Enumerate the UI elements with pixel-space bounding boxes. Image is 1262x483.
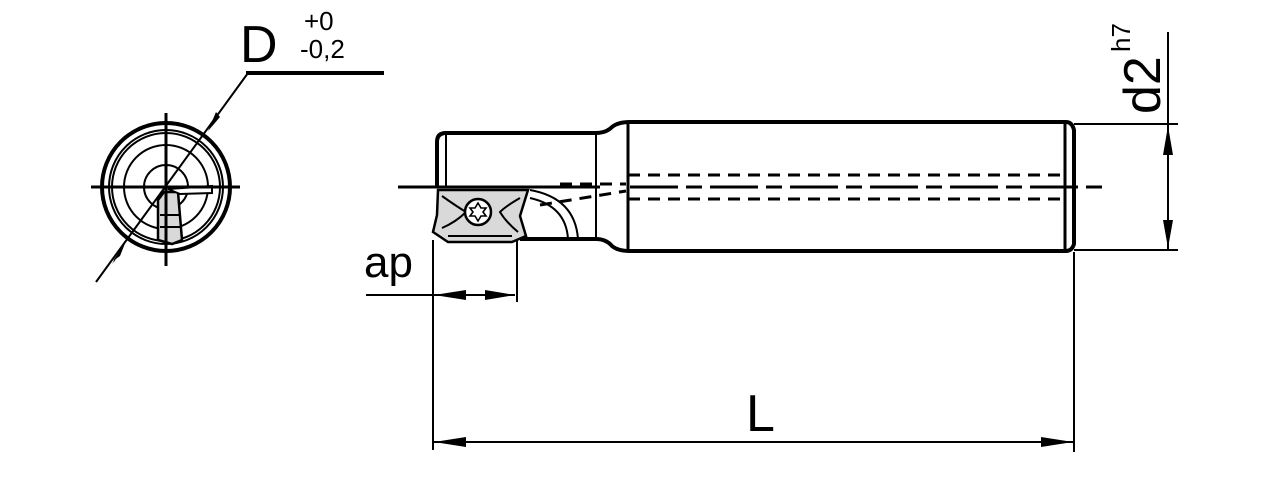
ap-arrow-left (434, 290, 466, 300)
side-view (398, 120, 1108, 253)
L-arrow-left (434, 437, 466, 447)
chip-pocket-arc-outer (529, 189, 579, 240)
cutting-depth-symbol: ap (364, 238, 413, 287)
overall-length-symbol: L (746, 385, 775, 443)
torx-star-icon (468, 201, 488, 223)
shank-diameter-symbol: d2 (1114, 56, 1172, 114)
diameter-tolerance-lower: -0,2 (300, 34, 345, 64)
diameter-tolerance-upper: +0 (304, 6, 334, 36)
end-view-insert (156, 190, 184, 246)
shank-diameter-tolerance: h7 (1106, 23, 1136, 52)
diameter-arrow-bottom (113, 241, 126, 261)
shank-diameter-dimension (1074, 32, 1178, 251)
diameter-symbol: D (240, 16, 278, 74)
diameter-leader-line (95, 72, 249, 283)
chip-pocket-arc-inner (529, 197, 569, 240)
diameter-arrow-top (208, 112, 220, 131)
d2-arrow-top (1163, 126, 1173, 155)
cutting-depth-dimension (366, 240, 518, 450)
L-arrow-right (1041, 437, 1073, 447)
coolant-channel-hidden-angled (539, 189, 627, 207)
end-view (91, 71, 384, 283)
d2-arrow-bottom (1163, 220, 1173, 248)
ap-arrow-right (485, 290, 515, 300)
overall-length-dimension (434, 252, 1075, 452)
